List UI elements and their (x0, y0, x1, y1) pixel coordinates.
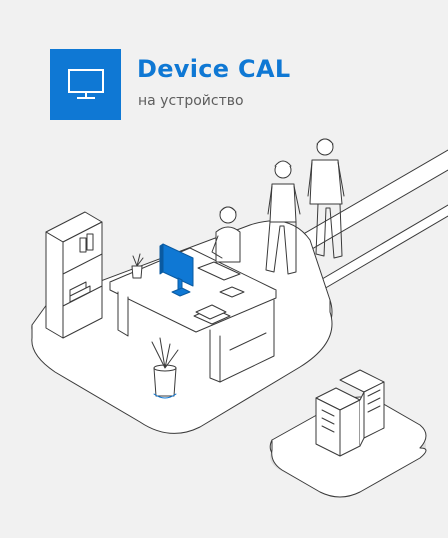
seated-person (211, 206, 241, 263)
product-badge (50, 49, 121, 120)
monitor-icon (67, 68, 104, 99)
floor-plant (151, 337, 179, 399)
mouse-pad (219, 286, 245, 298)
server-rack-1 (315, 387, 361, 457)
desk-monitor (159, 243, 194, 297)
standing-person-2 (307, 138, 345, 259)
product-title: Device CAL (137, 55, 291, 83)
server-rack-2 (339, 369, 385, 447)
keyboard (197, 261, 241, 281)
product-subtitle: на устройство (138, 93, 244, 109)
desk-plant (131, 253, 144, 279)
bookshelf (45, 211, 103, 339)
standing-person-1 (265, 160, 301, 275)
